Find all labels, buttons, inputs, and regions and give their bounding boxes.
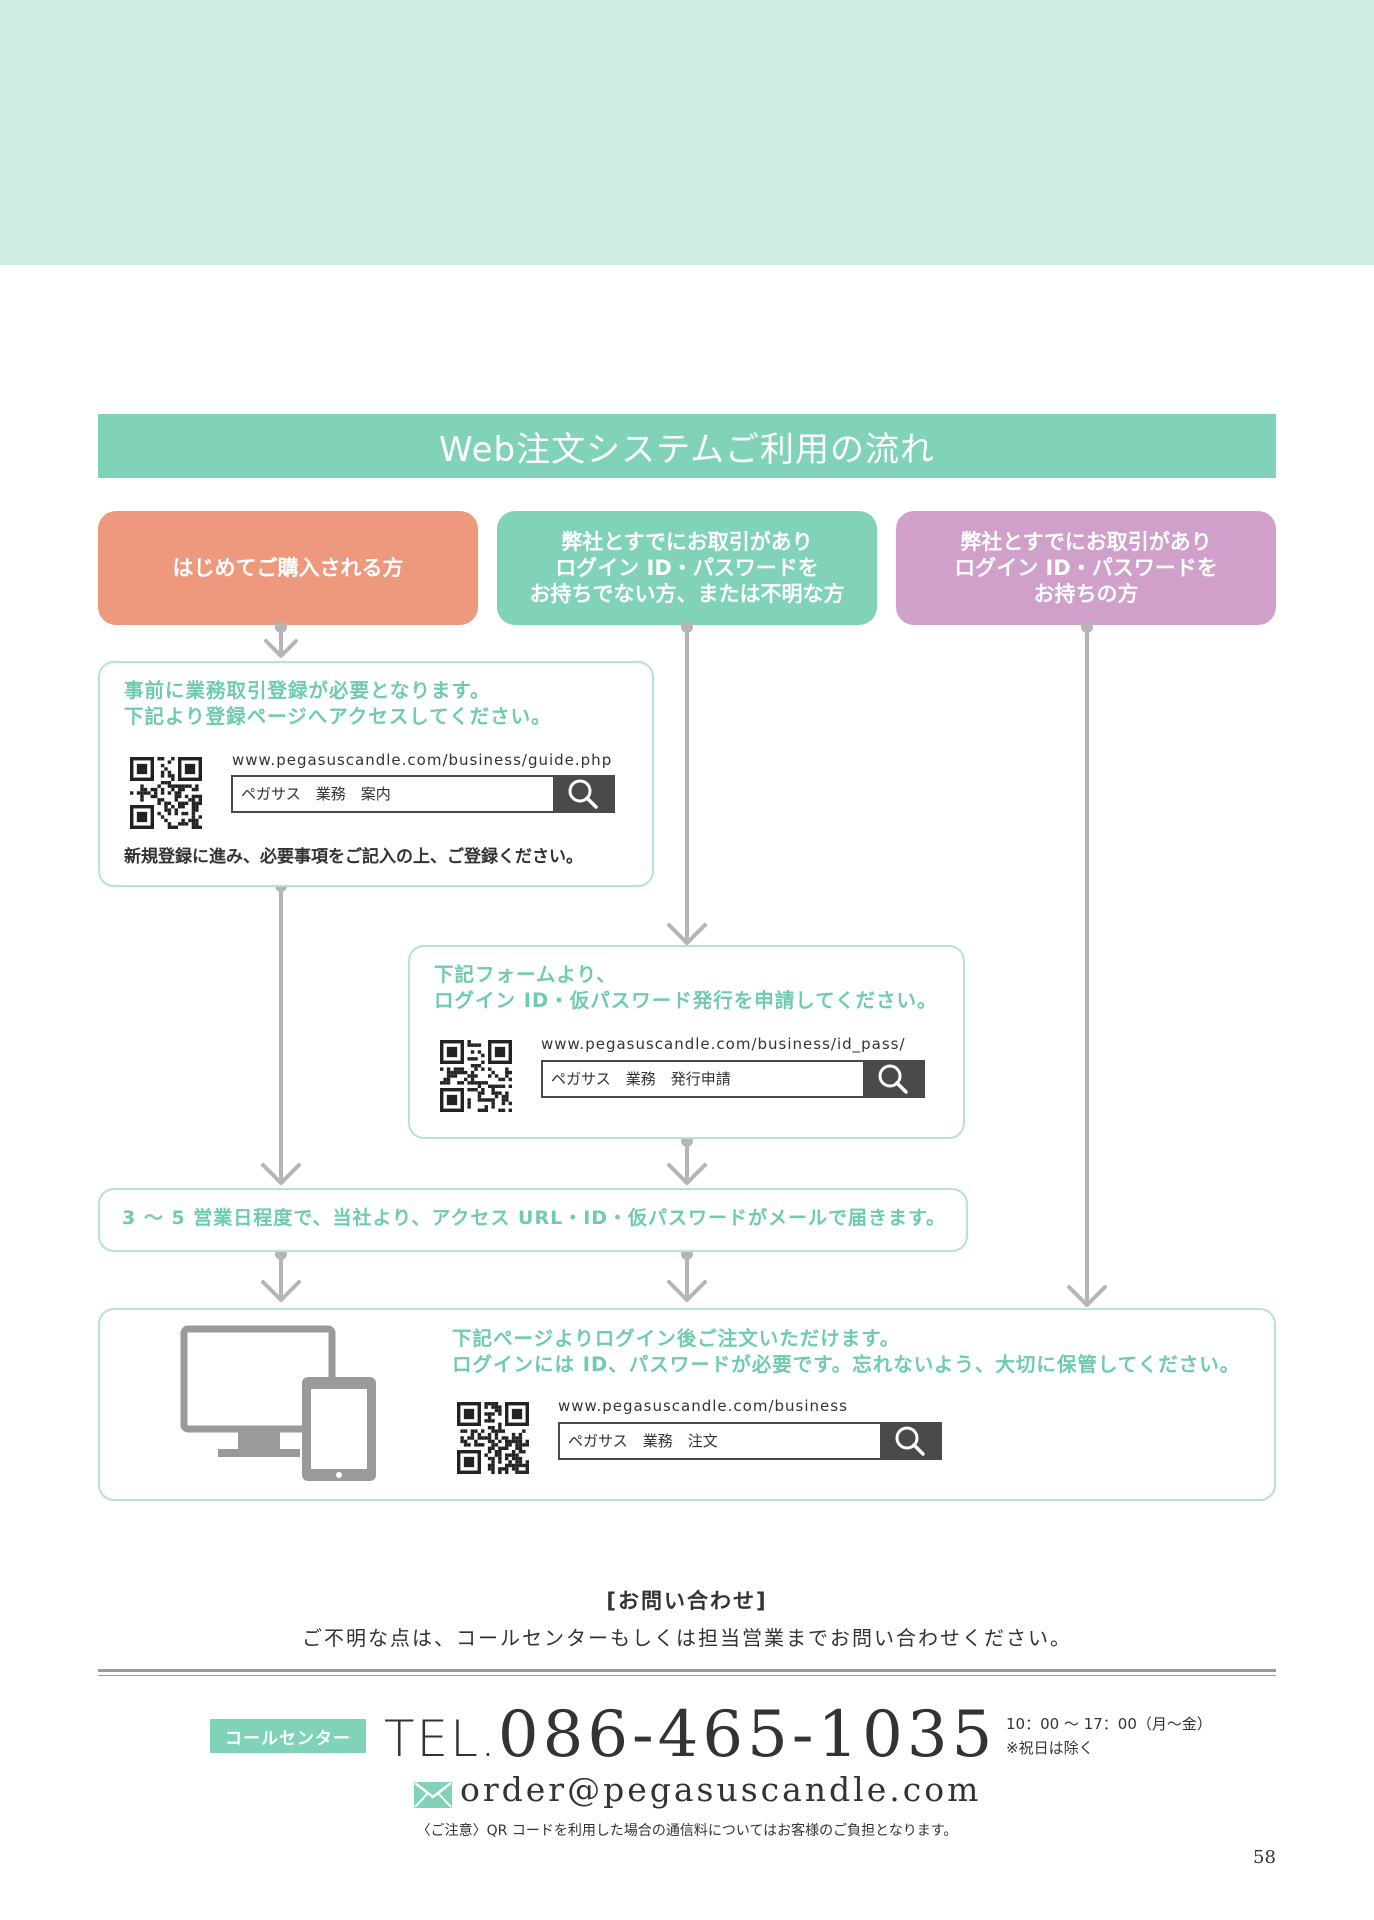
page-number: 58 [1253, 1847, 1276, 1868]
search-field[interactable]: ペガサス 業務 案内 [241, 785, 391, 803]
category-line: お持ちでない方、または不明な方 [529, 582, 845, 606]
tel-number[interactable]: 086-465-1035 [497, 1698, 997, 1772]
email-link[interactable]: order@pegasuscandle.com [460, 1770, 982, 1809]
contact-description: ご不明な点は、コールセンターもしくは担当営業までお問い合わせください。 [302, 1626, 1072, 1650]
divider [98, 1669, 1276, 1672]
text-line: ログインには ID、パスワードが必要です。忘れないよう、大切に保管してください。 [452, 1353, 1241, 1376]
phone-number[interactable]: TEL.086-465-1035 [384, 1695, 996, 1779]
text-line: 下記ページよりログイン後ご注文いただけます。 [452, 1327, 901, 1350]
search-icon [568, 779, 598, 809]
divider [98, 1675, 1276, 1676]
text-line: 事前に業務取引登録が必要となります。 [124, 679, 491, 702]
registration-note: 新規登録に進み、必要事項をご記入の上、ご登録ください。 [124, 847, 583, 867]
category-line: お持ちの方 [1033, 582, 1139, 606]
search-icon [895, 1426, 925, 1456]
registration-url[interactable]: www.pegasuscandle.com/business/guide.php [232, 751, 613, 769]
qr-notice: 〈ご注意〉QR コードを利用した場合の通信料についてはお客様のご負担となります。 [416, 1823, 958, 1839]
text-line: 下記フォームより、 [434, 963, 617, 986]
registration-search-bar[interactable]: ペガサス 業務 案内 [231, 775, 615, 813]
category-line: ログイン ID・パスワードを [555, 556, 819, 580]
category-line: はじめてご購入される方 [172, 556, 404, 580]
login-search-bar[interactable]: ペガサス 業務 注文 [558, 1422, 942, 1460]
monitor-tablet-icon [180, 1325, 376, 1481]
business-hours: 10：00 〜 17：00（月〜金） ※祝日は除く [1006, 1712, 1212, 1760]
step-registration-text: 事前に業務取引登録が必要となります。 下記より登録ページへアクセスしてください。 [124, 678, 552, 730]
search-button[interactable] [863, 1062, 923, 1096]
qr-code-icon[interactable] [457, 1402, 529, 1474]
form-url[interactable]: www.pegasuscandle.com/business/id_pass/ [541, 1035, 906, 1053]
step-mail-box [98, 1188, 968, 1252]
step-login-text: 下記ページよりログイン後ご注文いただけます。 ログインには ID、パスワードが必… [452, 1326, 1240, 1378]
category-line: 弊社とすでにお取引があり [960, 530, 1212, 554]
hours-note: ※祝日は除く [1006, 1739, 1094, 1757]
search-field[interactable]: ペガサス 業務 発行申請 [551, 1070, 731, 1088]
category-has-login: 弊社とすでにお取引があり ログイン ID・パスワードを お持ちの方 [896, 511, 1276, 625]
text-line: 下記より登録ページへアクセスしてください。 [124, 705, 552, 728]
qr-code-icon[interactable] [440, 1040, 512, 1112]
search-button[interactable] [880, 1424, 940, 1458]
mail-icon [414, 1782, 452, 1808]
step-login-box [98, 1308, 1276, 1501]
login-url[interactable]: www.pegasuscandle.com/business [558, 1397, 848, 1415]
text-line: ログイン ID・仮パスワード発行を申請してください。 [434, 989, 938, 1012]
page-heading: Web注文システムご利用の流れ [98, 414, 1276, 478]
step-mail-text: 3 〜 5 営業日程度で、当社より、アクセス URL・ID・仮パスワードがメール… [122, 1207, 947, 1229]
category-line: 弊社とすでにお取引があり [561, 530, 813, 554]
category-first-time: はじめてご購入される方 [98, 511, 478, 625]
category-no-login: 弊社とすでにお取引があり ログイン ID・パスワードを お持ちでない方、または不… [497, 511, 877, 625]
search-icon [878, 1064, 908, 1094]
search-field[interactable]: ペガサス 業務 注文 [568, 1432, 718, 1450]
step-form-text: 下記フォームより、 ログイン ID・仮パスワード発行を申請してください。 [434, 962, 938, 1014]
top-color-band [0, 0, 1374, 265]
hours-text: 10：00 〜 17：00（月〜金） [1006, 1715, 1212, 1733]
search-button[interactable] [553, 777, 613, 811]
contact-title: [お問い合わせ] [606, 1589, 768, 1613]
tel-prefix: TEL. [384, 1710, 498, 1768]
form-search-bar[interactable]: ペガサス 業務 発行申請 [541, 1060, 925, 1098]
qr-code-icon[interactable] [130, 757, 202, 829]
category-line: ログイン ID・パスワードを [954, 556, 1218, 580]
call-center-badge: コールセンター [210, 1719, 366, 1753]
